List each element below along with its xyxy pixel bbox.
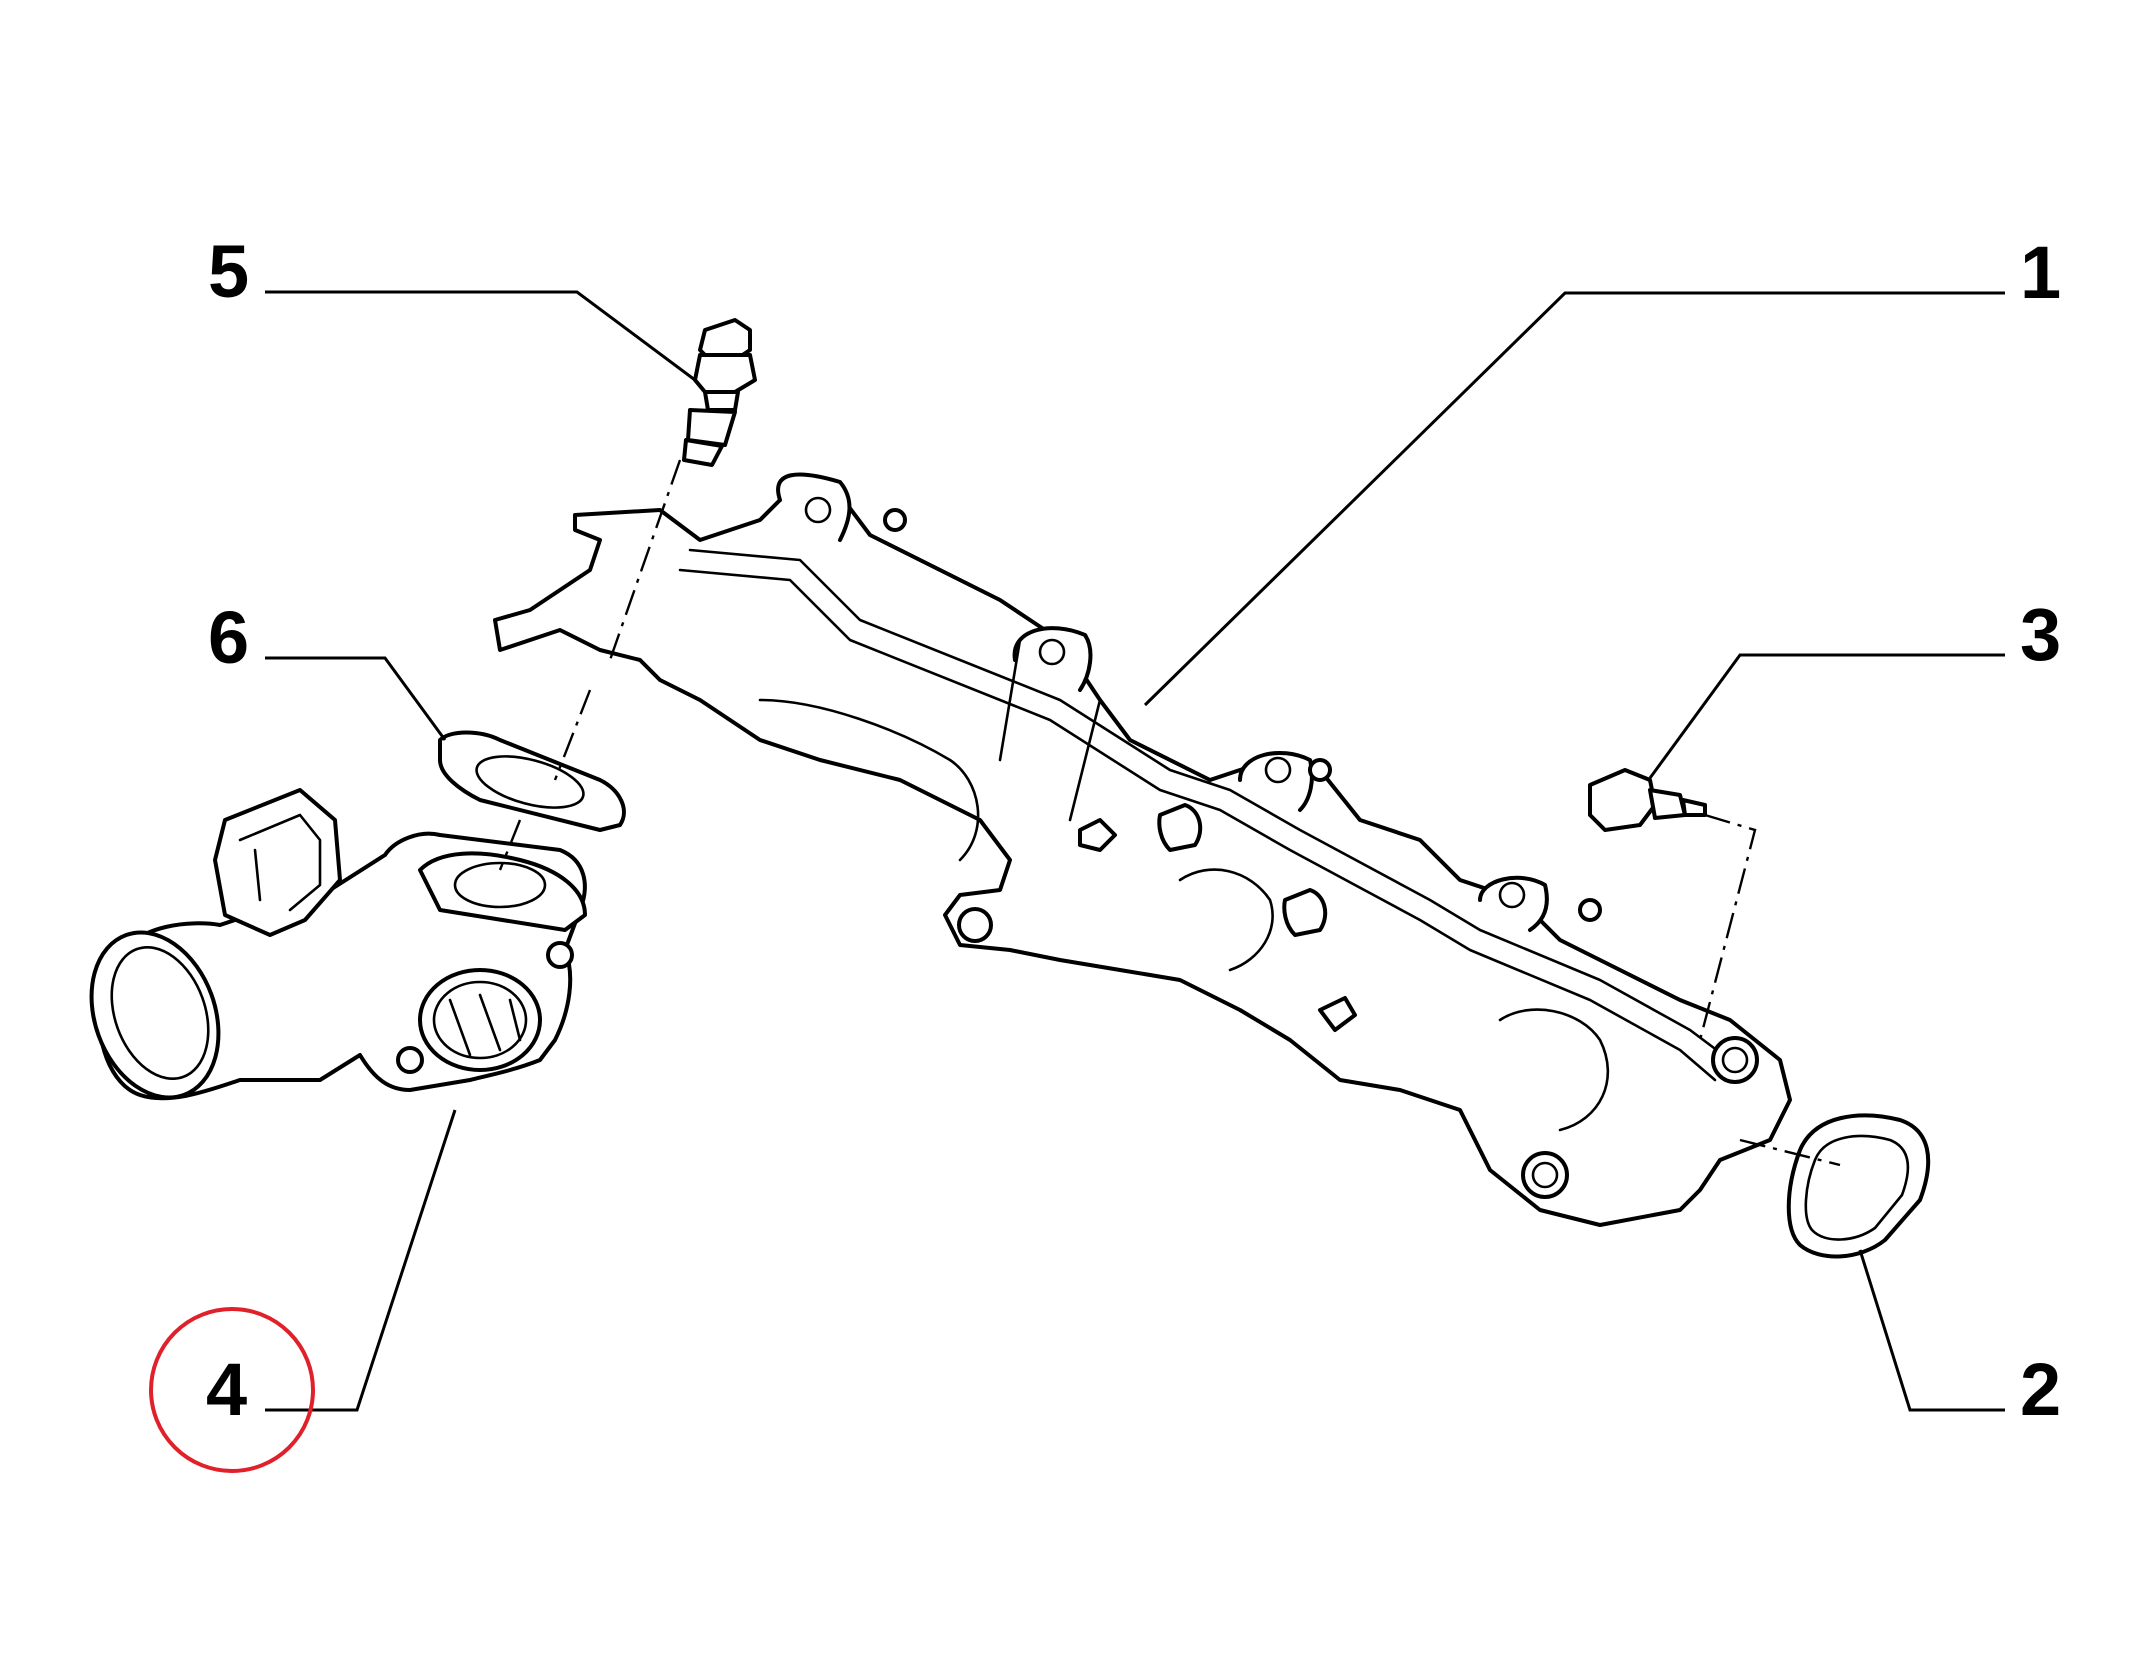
- cover-plate-part-2: [1786, 1113, 1931, 1259]
- intake-manifold-part-1: [493, 472, 1792, 1227]
- throttle-body-part-4: [89, 788, 587, 1101]
- highlight-circle: [149, 1307, 315, 1473]
- leader-line-3: [1648, 653, 2005, 779]
- leader-line-5: [265, 290, 696, 382]
- leader-line-4: [265, 1109, 457, 1412]
- leader-lines: [265, 290, 2005, 1412]
- callout-5: 5: [208, 230, 249, 313]
- gasket-part-6: [438, 730, 626, 832]
- callout-2: 2: [2020, 1348, 2061, 1431]
- callout-1: 1: [2020, 231, 2061, 314]
- assembly-axis-lines: [498, 459, 1841, 1167]
- callout-6: 6: [208, 596, 249, 679]
- bolt-part-3: [1588, 768, 1707, 832]
- leader-line-6: [265, 656, 447, 741]
- callout-4: 4: [206, 1348, 247, 1431]
- leader-line-2: [1858, 1249, 2005, 1412]
- callout-3: 3: [2020, 593, 2061, 676]
- sensor-part-5: [682, 318, 757, 467]
- leader-line-1: [1143, 291, 2005, 707]
